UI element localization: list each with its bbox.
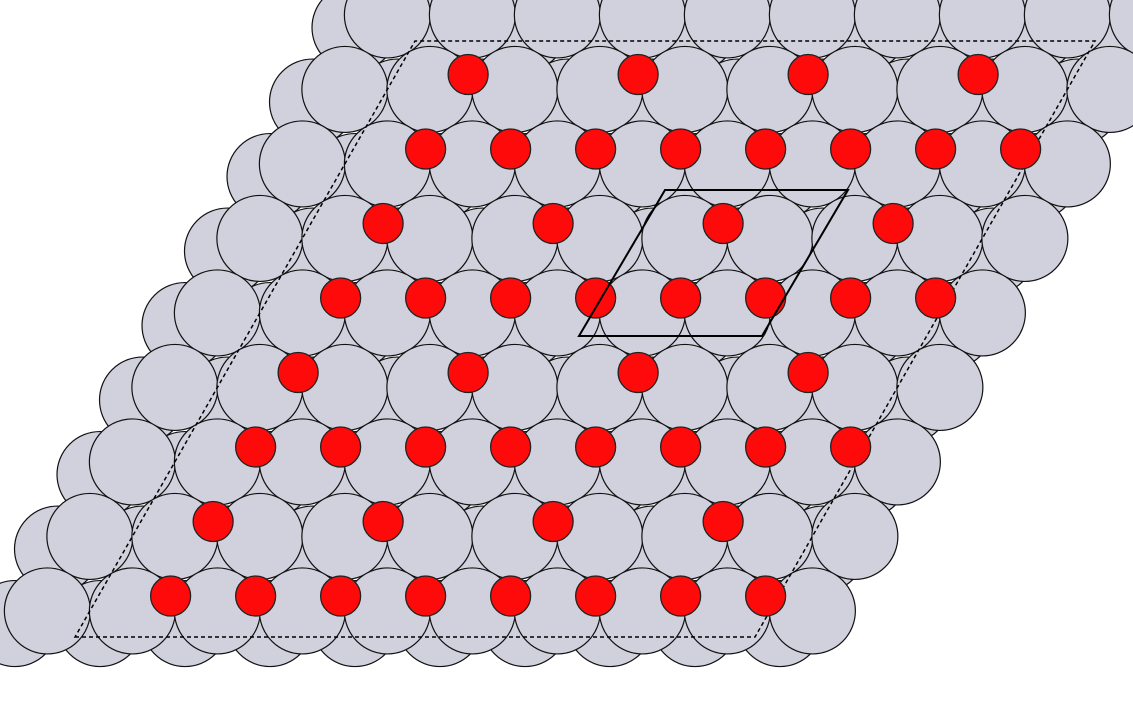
adsorbate-atom xyxy=(872,202,914,245)
substrate-atom xyxy=(131,343,219,432)
adsorbate-atom xyxy=(319,277,362,319)
substrate-atom xyxy=(981,45,1069,134)
adsorbate-atom xyxy=(574,575,617,617)
substrate-atom xyxy=(896,343,984,432)
substrate-atom xyxy=(471,45,559,134)
adsorbate-atom xyxy=(829,426,872,468)
adsorbate-atom xyxy=(149,575,192,617)
adsorbate-atom xyxy=(617,351,659,394)
unit-cell-boundary xyxy=(577,189,850,337)
adsorbate-atom xyxy=(659,128,702,170)
substrate-atom xyxy=(896,194,984,283)
adsorbate-atom xyxy=(362,202,404,245)
unit-cell-outline xyxy=(577,189,850,337)
adsorbate-atom xyxy=(234,426,277,468)
adsorbate-atom xyxy=(914,277,957,319)
adsorbate-atom xyxy=(532,202,574,245)
adsorbate-atom xyxy=(532,500,574,543)
substrate-atom xyxy=(811,343,899,432)
adsorbate-atom xyxy=(574,128,617,170)
adsorbate-atom xyxy=(574,426,617,468)
substrate-atom xyxy=(853,418,941,506)
substrate-atom xyxy=(938,269,1026,357)
adsorbate-atom xyxy=(957,53,999,96)
substrate-atom xyxy=(301,45,389,134)
adsorbate-atom xyxy=(659,575,702,617)
substrate-atom xyxy=(768,567,856,655)
substrate-atom xyxy=(471,343,559,432)
substrate-atom xyxy=(301,343,389,432)
adsorbate-atom xyxy=(404,128,447,170)
substrate-atom xyxy=(811,492,899,581)
adsorbate-atom xyxy=(914,128,957,170)
adsorbate-atom xyxy=(404,575,447,617)
substrate-atom xyxy=(386,194,474,283)
adsorbate-atom xyxy=(404,426,447,468)
substrate-atom xyxy=(726,194,814,283)
substrate-atom xyxy=(1023,120,1111,208)
substrate-atom xyxy=(3,567,91,655)
substrate-atom xyxy=(173,269,261,357)
adsorbate-atom xyxy=(234,575,277,617)
adsorbate-atom xyxy=(829,277,872,319)
substrate-atom xyxy=(811,45,899,134)
substrate-atom xyxy=(258,120,346,208)
adsorbate-atoms xyxy=(149,53,1042,617)
adsorbate-atom xyxy=(659,277,702,319)
adsorbate-atom xyxy=(192,500,234,543)
adsorbate-atom xyxy=(702,202,744,245)
adsorbate-atom xyxy=(277,351,319,394)
adsorbate-atom xyxy=(489,575,532,617)
adsorbate-atom xyxy=(404,277,447,319)
substrate-atom xyxy=(216,492,304,581)
substrate-atom xyxy=(556,194,644,283)
supercell-outline xyxy=(73,40,1097,638)
substrate-atom xyxy=(641,343,729,432)
substrate-atoms xyxy=(0,0,1133,668)
adsorbate-atom xyxy=(489,128,532,170)
adsorbate-atom xyxy=(787,53,829,96)
adsorbate-atom xyxy=(829,128,872,170)
adsorbate-atom xyxy=(744,575,787,617)
substrate-atom xyxy=(1108,0,1133,54)
adsorbate-atom xyxy=(574,277,617,319)
adsorbate-atom xyxy=(659,426,702,468)
adsorbate-atom xyxy=(744,128,787,170)
substrate-atom xyxy=(88,418,176,506)
substrate-atom xyxy=(216,194,304,283)
substrate-atom xyxy=(641,45,729,134)
adsorbate-atom xyxy=(489,426,532,468)
supercell-boundary xyxy=(73,40,1097,638)
adsorbate-atom xyxy=(999,128,1042,170)
substrate-atom xyxy=(726,492,814,581)
adsorbate-atom xyxy=(787,351,829,394)
substrate-atom xyxy=(981,194,1069,283)
substrate-atom xyxy=(386,492,474,581)
adsorbate-atom xyxy=(447,351,489,394)
adsorbate-atom xyxy=(319,426,362,468)
adsorbate-atom xyxy=(447,53,489,96)
adsorbate-atom xyxy=(744,277,787,319)
substrate-atom xyxy=(46,492,134,581)
adsorbate-atom xyxy=(617,53,659,96)
substrate-atom xyxy=(556,492,644,581)
adsorbate-atom xyxy=(362,500,404,543)
adsorbate-atom xyxy=(702,500,744,543)
adsorbate-atom xyxy=(489,277,532,319)
adsorbate-atom xyxy=(744,426,787,468)
adsorbate-atom xyxy=(319,575,362,617)
